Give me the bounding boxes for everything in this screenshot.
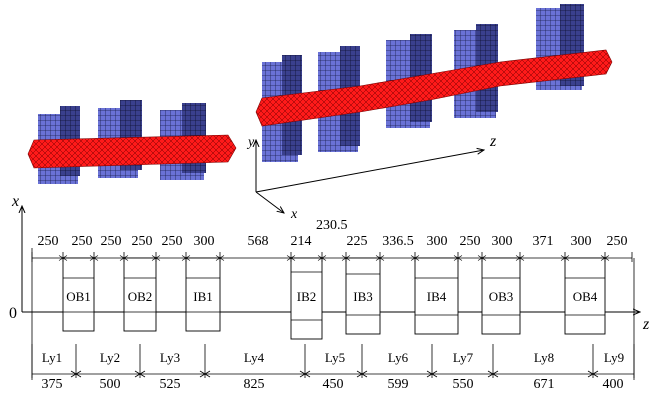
magnet-label: IB1: [193, 289, 213, 304]
top-dimension-label: 225: [347, 234, 368, 249]
dimension-arrow: [379, 255, 385, 261]
magnet-render-left: [27, 100, 237, 184]
layer-label: Ly3: [160, 350, 180, 365]
dimension-arrow: [304, 370, 311, 378]
magnet-box: [123, 257, 157, 332]
magnet-label: IB2: [297, 289, 317, 304]
top-dimension-label: 250: [460, 234, 481, 249]
dimension-arrow: [519, 255, 525, 261]
dimension-arrow: [345, 255, 351, 261]
dimension-arrow: [321, 255, 327, 261]
bottom-dimension-label: 400: [603, 377, 624, 392]
top-dimension-label: 300: [427, 234, 448, 249]
main-z-label: z: [642, 316, 650, 333]
layer-label: Ly2: [100, 350, 120, 365]
bottom-dimension-label: 450: [323, 377, 344, 392]
top-dimension-label: 336.5: [382, 234, 414, 249]
origin-label: 0: [9, 305, 17, 322]
bottom-dimension-label: 825: [244, 377, 265, 392]
dimension-arrow: [290, 255, 296, 261]
top-dimension-label: 214: [291, 234, 312, 249]
schematic: OB1 OB2 IB1 IB2 IB3 IB4 OB3 OB4 250 250 250 250 250 3…: [31, 234, 635, 392]
bottom-dimension-label: 550: [453, 377, 474, 392]
magnet-box: [290, 257, 323, 340]
dimension-arrow: [457, 255, 463, 261]
layer-label: Ly4: [244, 350, 265, 365]
dimension-arrow: [414, 255, 420, 261]
magnet-label: IB3: [353, 289, 373, 304]
magnet-box: [185, 257, 221, 332]
dimension-arrow: [604, 255, 610, 261]
top-dimension-label: 250: [162, 234, 183, 249]
magnet-label: OB3: [489, 289, 514, 304]
iso-axes: [256, 140, 484, 213]
dimension-arrow: [592, 370, 599, 378]
dimension-arrow: [185, 255, 191, 261]
dimension-arrow: [93, 255, 99, 261]
dimension-arrow: [123, 255, 129, 261]
layer-label: Ly8: [534, 350, 554, 365]
dimension-arrow: [431, 370, 438, 378]
dimension-arrow: [564, 255, 570, 261]
bottom-dimension-label: 599: [388, 377, 409, 392]
magnet-box: [345, 257, 381, 335]
magnet-label: OB1: [66, 289, 91, 304]
dimension-arrow: [155, 255, 161, 261]
magnet-label: IB4: [427, 289, 447, 304]
magnet-box: [62, 257, 95, 332]
magnet-render-right: [255, 4, 613, 162]
bottom-dimension-label: 525: [160, 377, 181, 392]
dimension-arrow: [75, 370, 82, 378]
top-dimension-label: 250: [132, 234, 153, 249]
magnet-label: OB4: [573, 289, 598, 304]
magnet-box: [564, 257, 606, 335]
main-x-label: x: [11, 193, 19, 210]
iso-z-label: z: [489, 133, 497, 150]
top-dimension-label: 371: [533, 234, 554, 249]
beam-pipe-red: [27, 134, 237, 169]
top-dimension-label: 568: [248, 234, 269, 249]
floating-dim-label: 230.5: [316, 218, 348, 233]
beam-pipe-red: [255, 49, 613, 127]
bottom-dimension-label: 671: [534, 377, 555, 392]
iso-x-label: x: [290, 207, 298, 222]
dimension-arrow: [361, 370, 368, 378]
top-dimension-label: 250: [607, 234, 628, 249]
layer-label: Ly7: [453, 350, 474, 365]
magnet-box: [481, 257, 521, 335]
top-dimension-label: 300: [194, 234, 215, 249]
bottom-dimension-label: 375: [42, 377, 63, 392]
layer-label: Ly5: [325, 350, 345, 365]
iso-y-label: y: [246, 135, 255, 150]
layer-label: Ly9: [604, 350, 624, 365]
dimension-arrow: [204, 370, 211, 378]
dimension-arrow: [481, 255, 487, 261]
layer-label: Ly6: [388, 350, 409, 365]
bottom-dimension-label: 500: [100, 377, 121, 392]
magnet-box: [414, 257, 459, 335]
top-dimension-label: 300: [492, 234, 513, 249]
top-dimension-label: 250: [38, 234, 59, 249]
dimension-arrow: [139, 370, 146, 378]
dimension-arrow: [62, 255, 68, 261]
dimension-arrow: [492, 370, 499, 378]
layer-label: Ly1: [42, 350, 62, 365]
dimension-arrow: [219, 255, 225, 261]
top-dimension-label: 250: [101, 234, 122, 249]
top-dimension-label: 300: [571, 234, 592, 249]
magnet-label: OB2: [128, 289, 153, 304]
top-dimension-label: 250: [72, 234, 93, 249]
